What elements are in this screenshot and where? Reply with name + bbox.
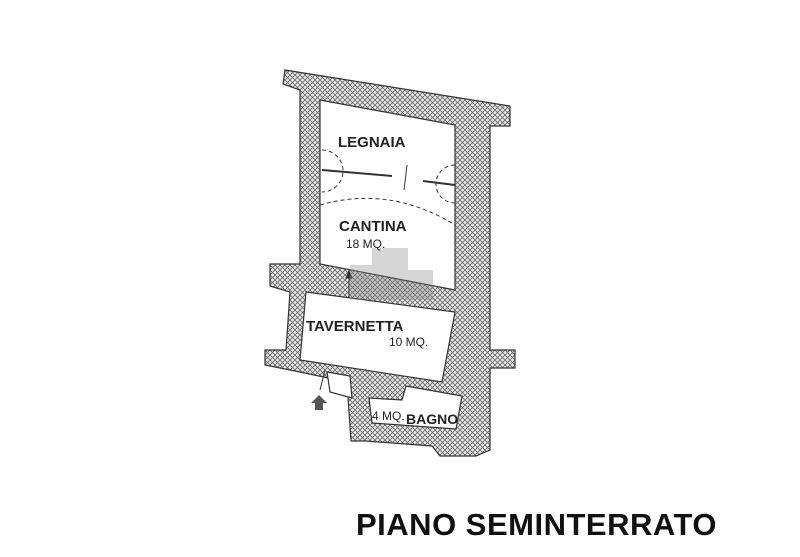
- room-area-tavernetta: 10 MQ.: [389, 335, 429, 349]
- room-label-tavernetta: TAVERNETTA: [306, 318, 404, 335]
- entrance-arrow-icon: [311, 395, 327, 410]
- doors: [319, 149, 456, 391]
- room-label-legnaia: LEGNAIA: [338, 134, 406, 151]
- room-legnaia-cantina: [319, 99, 456, 291]
- room-label-cantina: CANTINA: [339, 218, 407, 235]
- rooms: [299, 99, 463, 430]
- room-area-cantina: 18 MQ.: [346, 237, 386, 251]
- plan-title: PIANO SEMINTERRATO: [356, 507, 717, 542]
- room-tavernetta: [299, 291, 456, 383]
- room-label-bagno: BAGNO: [406, 411, 459, 427]
- room-area-bagno: 4 MQ.: [372, 409, 405, 423]
- entrance-passage: [326, 371, 353, 399]
- watermark-logo: [350, 248, 433, 300]
- room-bagno: [368, 385, 463, 430]
